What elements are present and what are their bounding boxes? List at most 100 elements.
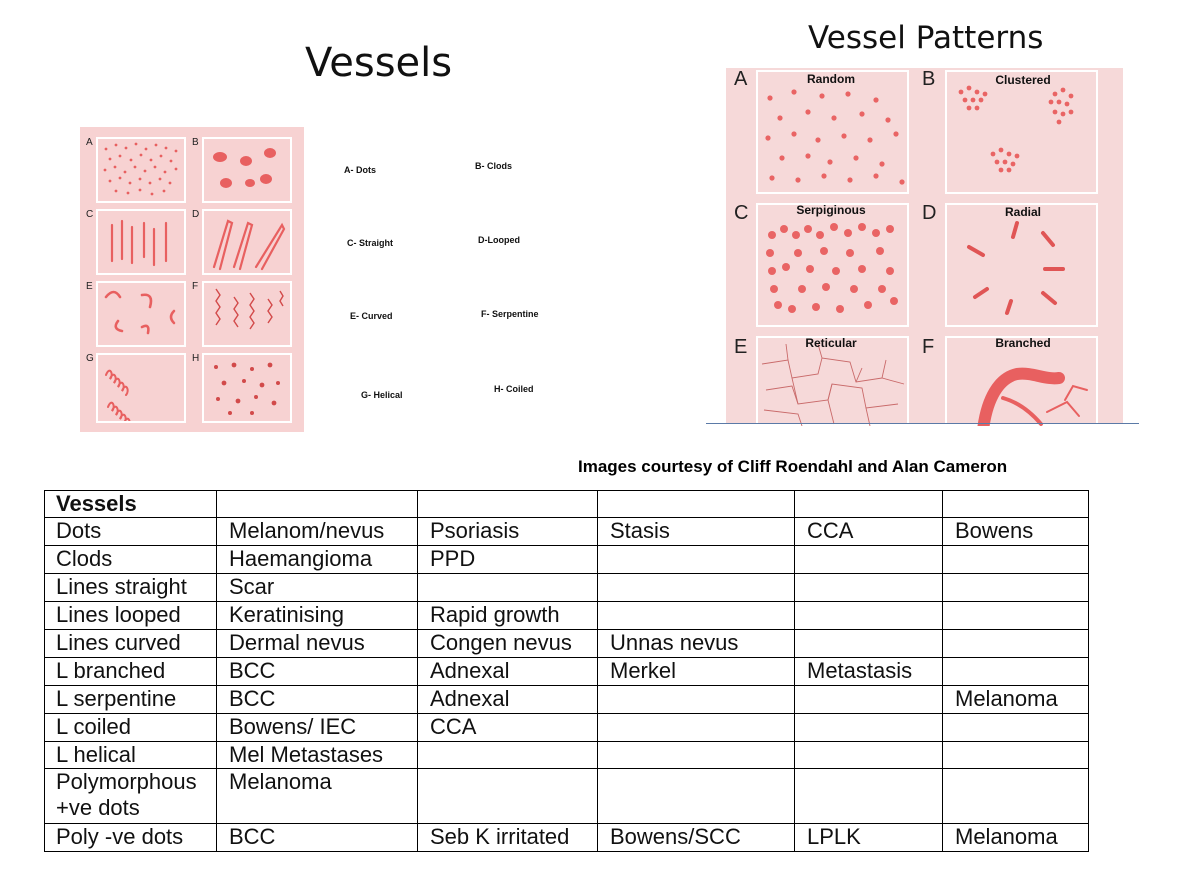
pattern-letter-b: B <box>922 68 936 90</box>
table-cell: Scar <box>216 573 418 602</box>
cell-letter-h: H <box>192 353 200 364</box>
pattern-letter-a: A <box>734 68 748 90</box>
table-row: L coiled Bowens/ IEC CCA <box>44 713 1089 742</box>
table-cell <box>794 741 943 769</box>
reticular-pattern-illustration <box>761 343 905 427</box>
coiled-illustration <box>214 362 280 415</box>
table-cell: PPD <box>417 545 598 574</box>
table-cell: Metastasis <box>794 657 943 686</box>
table-cell <box>794 713 943 742</box>
table-cell <box>794 768 943 824</box>
pattern-cell-reticular <box>756 336 909 428</box>
table-header-cell <box>794 490 943 518</box>
table-cell: BCC <box>216 685 418 714</box>
table-cell: Melanoma <box>216 768 418 824</box>
table-cell <box>794 685 943 714</box>
table-cell <box>942 545 1089 574</box>
table-cell <box>597 545 795 574</box>
cell-helical <box>96 353 186 428</box>
table-cell: Seb K irritated <box>417 823 598 852</box>
vessel-patterns-illustration: A B C D E F Random Clustered Serpiginous… <box>726 68 1123 436</box>
table-row: Lines looped Keratinising Rapid growth <box>44 601 1089 630</box>
pattern-letter-e: E <box>734 336 748 358</box>
table-cell: Keratinising <box>216 601 418 630</box>
table-cell <box>597 685 795 714</box>
table-cell: Melanoma <box>942 685 1089 714</box>
pattern-label-reticular: Reticular <box>805 336 857 350</box>
radial-pattern-illustration <box>967 221 1065 315</box>
cell-serpentine <box>202 281 292 347</box>
table-cell: Melanom/nevus <box>216 517 418 546</box>
cell-letter-a: A <box>86 137 93 148</box>
pattern-label-branched: Branched <box>995 336 1051 350</box>
cell-letter-e: E <box>86 281 93 292</box>
table-header-cell <box>216 490 418 518</box>
cell-dots <box>96 137 186 203</box>
pattern-cell-radial <box>945 203 1098 327</box>
table-cell: Unnas nevus <box>597 629 795 658</box>
table-cell <box>417 768 598 824</box>
table-cell <box>417 741 598 769</box>
table-cell: Psoriasis <box>417 517 598 546</box>
table-cell: Adnexal <box>417 685 598 714</box>
table-cell: Lines straight <box>44 573 217 602</box>
pattern-letter-f: F <box>922 336 935 358</box>
table-cell <box>942 601 1089 630</box>
table-cell <box>597 601 795 630</box>
page-title-vessels: Vessels <box>305 40 453 86</box>
table-row: L branched BCC Adnexal Merkel Metastasis <box>44 657 1089 686</box>
legend-g: G- Helical <box>361 390 403 400</box>
page-title-vessel-patterns: Vessel Patterns <box>808 20 1044 56</box>
serpiginous-pattern-illustration <box>766 223 898 313</box>
pattern-letter-c: C <box>734 202 749 224</box>
table-cell: L serpentine <box>44 685 217 714</box>
legend-b: B- Clods <box>475 161 512 171</box>
table-cell: Dermal nevus <box>216 629 418 658</box>
cell-coiled <box>202 353 292 423</box>
branched-pattern-illustration <box>977 367 1088 436</box>
table-cell: Lines curved <box>44 629 217 658</box>
cell-letter-g: G <box>86 353 94 364</box>
table-cell: BCC <box>216 657 418 686</box>
table-cell <box>942 657 1089 686</box>
pattern-label-random: Random <box>807 72 855 86</box>
table-cell: Stasis <box>597 517 795 546</box>
table-cell <box>597 768 795 824</box>
table-cell: Lines looped <box>44 601 217 630</box>
table-cell: Bowens/ IEC <box>216 713 418 742</box>
table-cell <box>942 741 1089 769</box>
pattern-cell-serpiginous <box>756 203 909 327</box>
table-cell <box>794 573 943 602</box>
legend-e: E- Curved <box>350 311 393 321</box>
table-cell: Dots <box>44 517 217 546</box>
table-cell: Adnexal <box>417 657 598 686</box>
legend-h: H- Coiled <box>494 384 534 394</box>
table-cell: Merkel <box>597 657 795 686</box>
table-header-cell <box>597 490 795 518</box>
clustered-pattern-illustration <box>958 85 1074 173</box>
table-cell: CCA <box>794 517 943 546</box>
table-cell: Bowens <box>942 517 1089 546</box>
table-cell <box>597 713 795 742</box>
helical-illustration <box>105 369 131 428</box>
pattern-letter-d: D <box>922 202 937 224</box>
table-cell: L helical <box>44 741 217 769</box>
table-cell <box>794 629 943 658</box>
straight-illustration <box>110 219 168 267</box>
table-header-cell <box>417 490 598 518</box>
pattern-label-radial: Radial <box>1004 205 1041 219</box>
random-pattern-illustration <box>765 89 905 185</box>
table-cell <box>942 713 1089 742</box>
cell-clods <box>202 137 292 203</box>
cell-straight <box>96 209 186 275</box>
legend-a: A- Dots <box>344 165 376 175</box>
cell-letter-f: F <box>192 281 199 292</box>
pattern-cell-branched <box>945 336 1098 436</box>
serpentine-illustration <box>215 288 284 330</box>
table-cell: Poly -ve dots <box>44 823 217 852</box>
table-cell: Congen nevus <box>417 629 598 658</box>
table-cell <box>942 573 1089 602</box>
cell-curved <box>96 281 186 347</box>
legend-c: C- Straight <box>347 238 393 248</box>
pattern-cell-clustered <box>945 70 1098 194</box>
